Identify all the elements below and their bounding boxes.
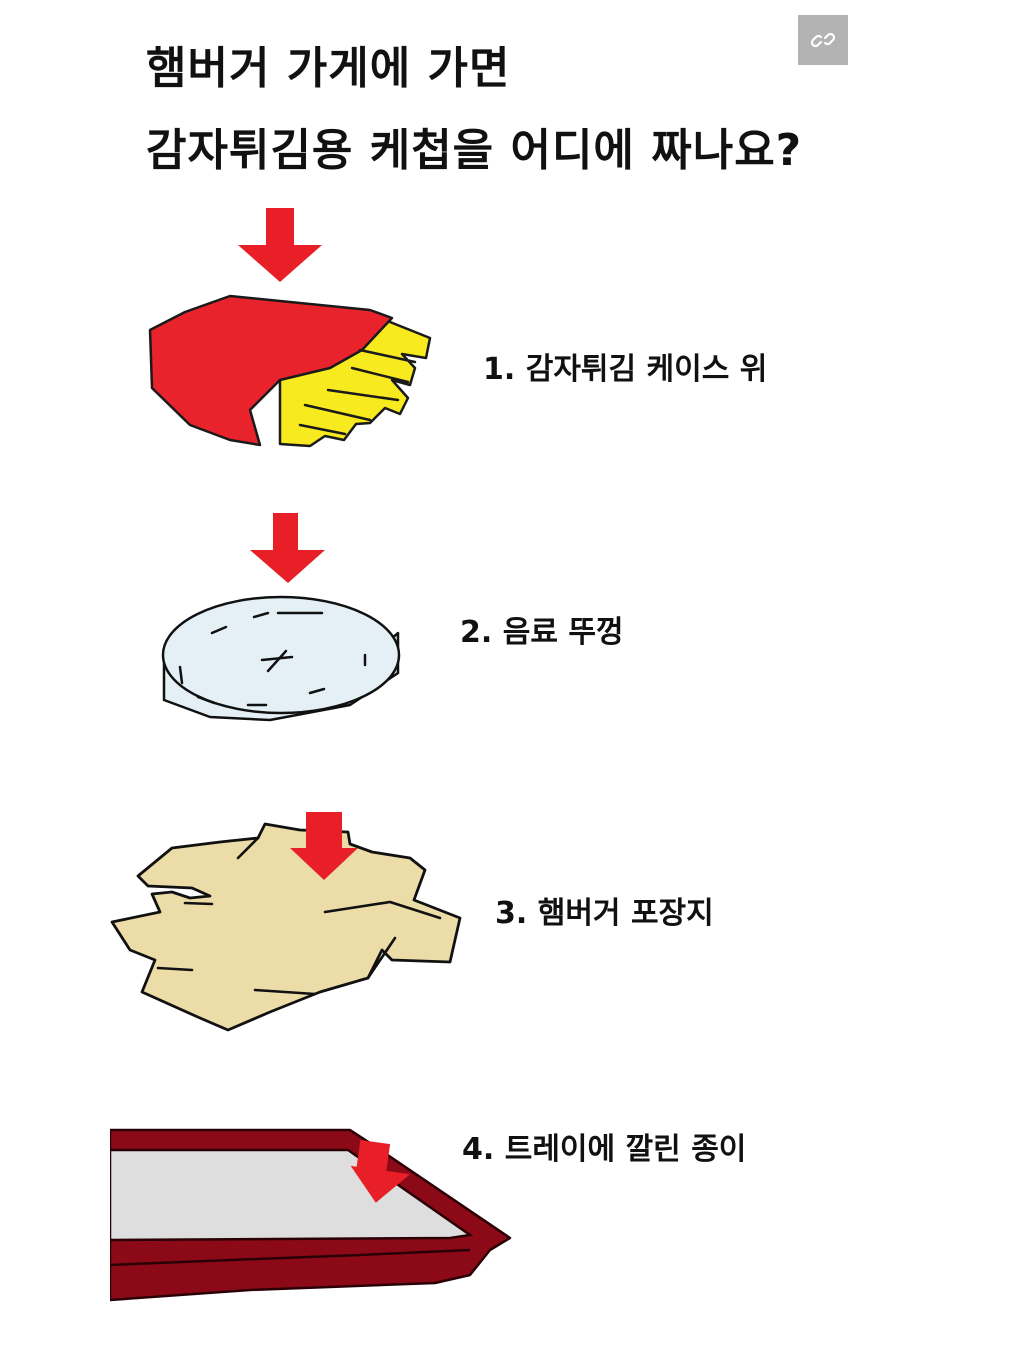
arrow-down-icon: [350, 1139, 411, 1203]
drink-lid-illustration: [161, 513, 401, 722]
page-title-line-2: 감자튀김용 케첩을 어디에 짜나요?: [146, 125, 803, 176]
arrow-down-icon: [290, 812, 358, 880]
option-2-label: 2. 음료 뚜껑: [460, 615, 624, 650]
tray-paper-illustration: [110, 1128, 512, 1302]
page-title-line-1: 햄버거 가게에 가면: [146, 43, 511, 94]
link-button[interactable]: [798, 15, 848, 65]
french-fries-illustration: [148, 208, 432, 448]
option-1-label: 1. 감자튀김 케이스 위: [483, 352, 768, 387]
burger-wrapper-illustration: [110, 812, 462, 1032]
link-icon: [810, 32, 836, 48]
arrow-down-icon: [250, 513, 325, 583]
arrow-down-icon: [238, 208, 322, 282]
option-4-label: 4. 트레이에 깔린 종이: [462, 1132, 747, 1167]
option-3-label: 3. 햄버거 포장지: [495, 896, 714, 931]
